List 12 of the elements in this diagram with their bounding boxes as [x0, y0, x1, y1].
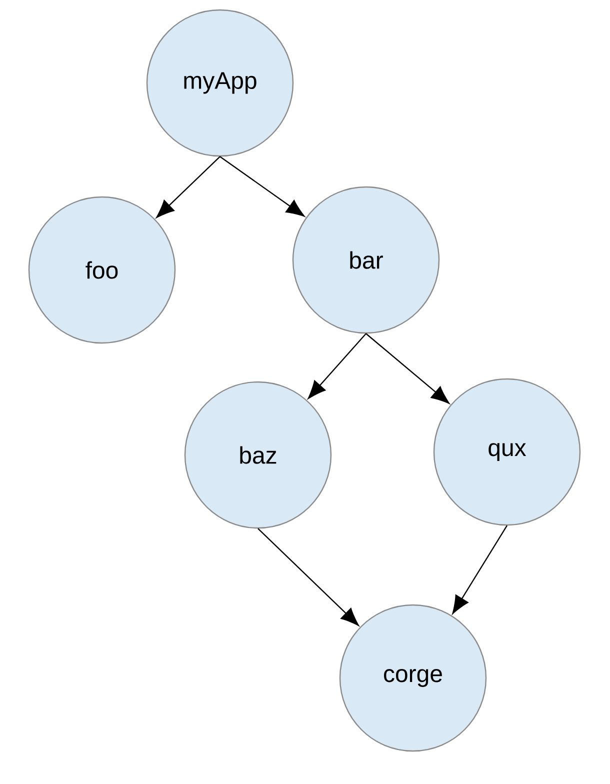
arrow [220, 156, 305, 217]
circle-node: qux [433, 378, 581, 526]
circle-node: corge [339, 604, 487, 752]
arrow [258, 528, 359, 626]
circle-node: myApp [146, 9, 294, 157]
circle-node: baz [184, 381, 332, 529]
arrow [366, 333, 450, 404]
circle-node: foo [28, 196, 176, 344]
arrow [156, 156, 220, 218]
arrow [308, 333, 366, 399]
circle-node: bar [292, 186, 440, 334]
arrow [452, 525, 508, 614]
